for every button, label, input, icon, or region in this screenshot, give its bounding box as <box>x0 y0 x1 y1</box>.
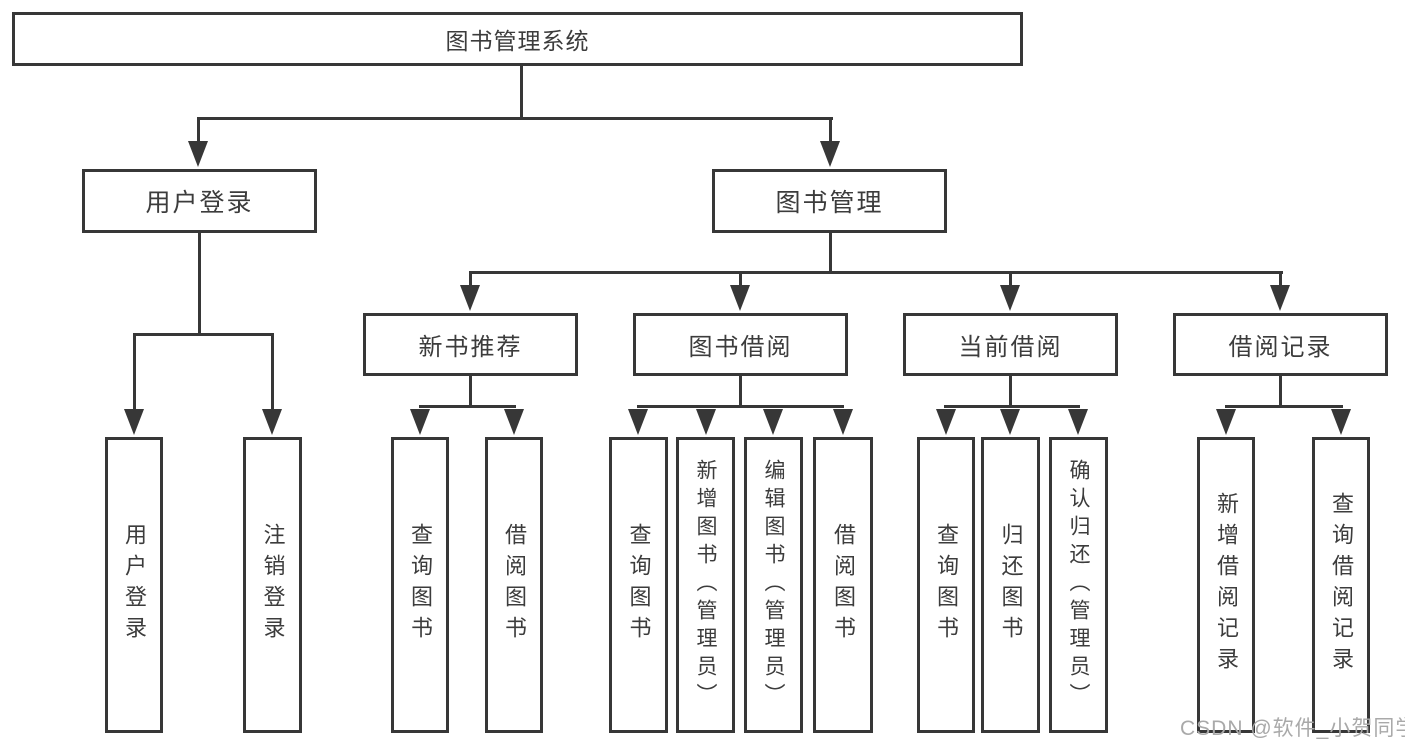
connector-line <box>419 405 516 408</box>
node-label: 借阅图书 <box>831 523 856 647</box>
arrow-down-icon <box>820 141 840 167</box>
node-label: 图书管理 <box>775 189 884 217</box>
connector-line <box>469 271 1283 274</box>
connector-line <box>637 405 844 408</box>
connector-line <box>198 233 201 335</box>
connector-line <box>271 333 274 411</box>
connector-line <box>739 376 742 408</box>
node-leaf-edit-books-admin: 编辑图书（管理员） <box>744 437 803 733</box>
arrow-down-icon <box>1270 285 1290 311</box>
node-label: 确认归还（管理员） <box>1067 459 1090 711</box>
arrow-down-icon <box>1216 409 1236 435</box>
node-leaf-user-login: 用户登录 <box>105 437 163 733</box>
node-label: 查询借阅记录 <box>1329 492 1354 678</box>
node-label: 图书借阅 <box>688 334 793 361</box>
arrow-down-icon <box>628 409 648 435</box>
connector-line <box>1009 376 1012 408</box>
arrow-down-icon <box>936 409 956 435</box>
connector-line <box>1009 271 1012 287</box>
connector-line <box>520 66 523 119</box>
arrow-down-icon <box>763 409 783 435</box>
node-leaf-return-books: 归还图书 <box>981 437 1040 733</box>
connector-line <box>469 376 472 408</box>
connector-line <box>829 117 832 143</box>
connector-line <box>739 271 742 287</box>
connector-line <box>1279 376 1282 408</box>
node-label: 借阅图书 <box>502 523 527 647</box>
node-label: 新增借阅记录 <box>1214 492 1239 678</box>
node-label: 用户登录 <box>122 523 147 647</box>
connector-line <box>1279 271 1282 287</box>
node-label: 借阅记录 <box>1228 334 1333 361</box>
arrow-down-icon <box>696 409 716 435</box>
arrow-down-icon <box>1068 409 1088 435</box>
node-label: 当前借阅 <box>958 334 1063 361</box>
node-label: 查询图书 <box>934 523 959 647</box>
node-leaf-borrow-books-recommend: 借阅图书 <box>485 437 543 733</box>
node-book-borrow: 图书借阅 <box>633 313 848 376</box>
node-borrow-records: 借阅记录 <box>1173 313 1388 376</box>
connector-line <box>133 333 136 411</box>
arrow-down-icon <box>262 409 282 435</box>
node-leaf-add-books-admin: 新增图书（管理员） <box>676 437 735 733</box>
node-label: 编辑图书（管理员） <box>762 459 785 711</box>
node-user-login: 用户登录 <box>82 169 317 233</box>
node-label: 用户登录 <box>145 189 254 217</box>
node-leaf-query-books-borrow: 查询图书 <box>609 437 668 733</box>
arrow-down-icon <box>1000 285 1020 311</box>
arrow-down-icon <box>188 141 208 167</box>
node-leaf-query-borrow-record: 查询借阅记录 <box>1312 437 1370 733</box>
arrow-down-icon <box>1331 409 1351 435</box>
connector-line <box>944 405 1080 408</box>
arrow-down-icon <box>730 285 750 311</box>
node-book-management: 图书管理 <box>712 169 947 233</box>
node-library-system: 图书管理系统 <box>12 12 1023 66</box>
node-leaf-query-books-current: 查询图书 <box>917 437 975 733</box>
arrow-down-icon <box>124 409 144 435</box>
node-label: 注销登录 <box>260 523 286 647</box>
arrow-down-icon <box>833 409 853 435</box>
node-leaf-query-books-recommend: 查询图书 <box>391 437 449 733</box>
node-leaf-borrow-books-borrow: 借阅图书 <box>813 437 873 733</box>
connector-line <box>1225 405 1343 408</box>
connector-line <box>197 117 833 120</box>
node-new-book-recommend: 新书推荐 <box>363 313 578 376</box>
node-label: 新书推荐 <box>418 334 523 361</box>
arrow-down-icon <box>410 409 430 435</box>
connector-line <box>197 117 200 143</box>
node-label: 归还图书 <box>998 523 1024 647</box>
arrow-down-icon <box>504 409 524 435</box>
node-label: 查询图书 <box>408 523 433 647</box>
connector-line <box>133 333 274 336</box>
node-current-borrow: 当前借阅 <box>903 313 1118 376</box>
csdn-watermark: CSDN @软件_小贺同学 <box>1180 717 1405 740</box>
node-label: 新增图书（管理员） <box>694 459 717 711</box>
arrow-down-icon <box>1000 409 1020 435</box>
node-label: 图书管理系统 <box>445 28 590 54</box>
connector-line <box>829 233 832 273</box>
node-leaf-confirm-return-admin: 确认归还（管理员） <box>1049 437 1108 733</box>
arrow-down-icon <box>460 285 480 311</box>
connector-line <box>469 271 472 287</box>
node-leaf-add-borrow-record: 新增借阅记录 <box>1197 437 1255 733</box>
node-label: 查询图书 <box>626 523 652 647</box>
node-leaf-logout: 注销登录 <box>243 437 302 733</box>
